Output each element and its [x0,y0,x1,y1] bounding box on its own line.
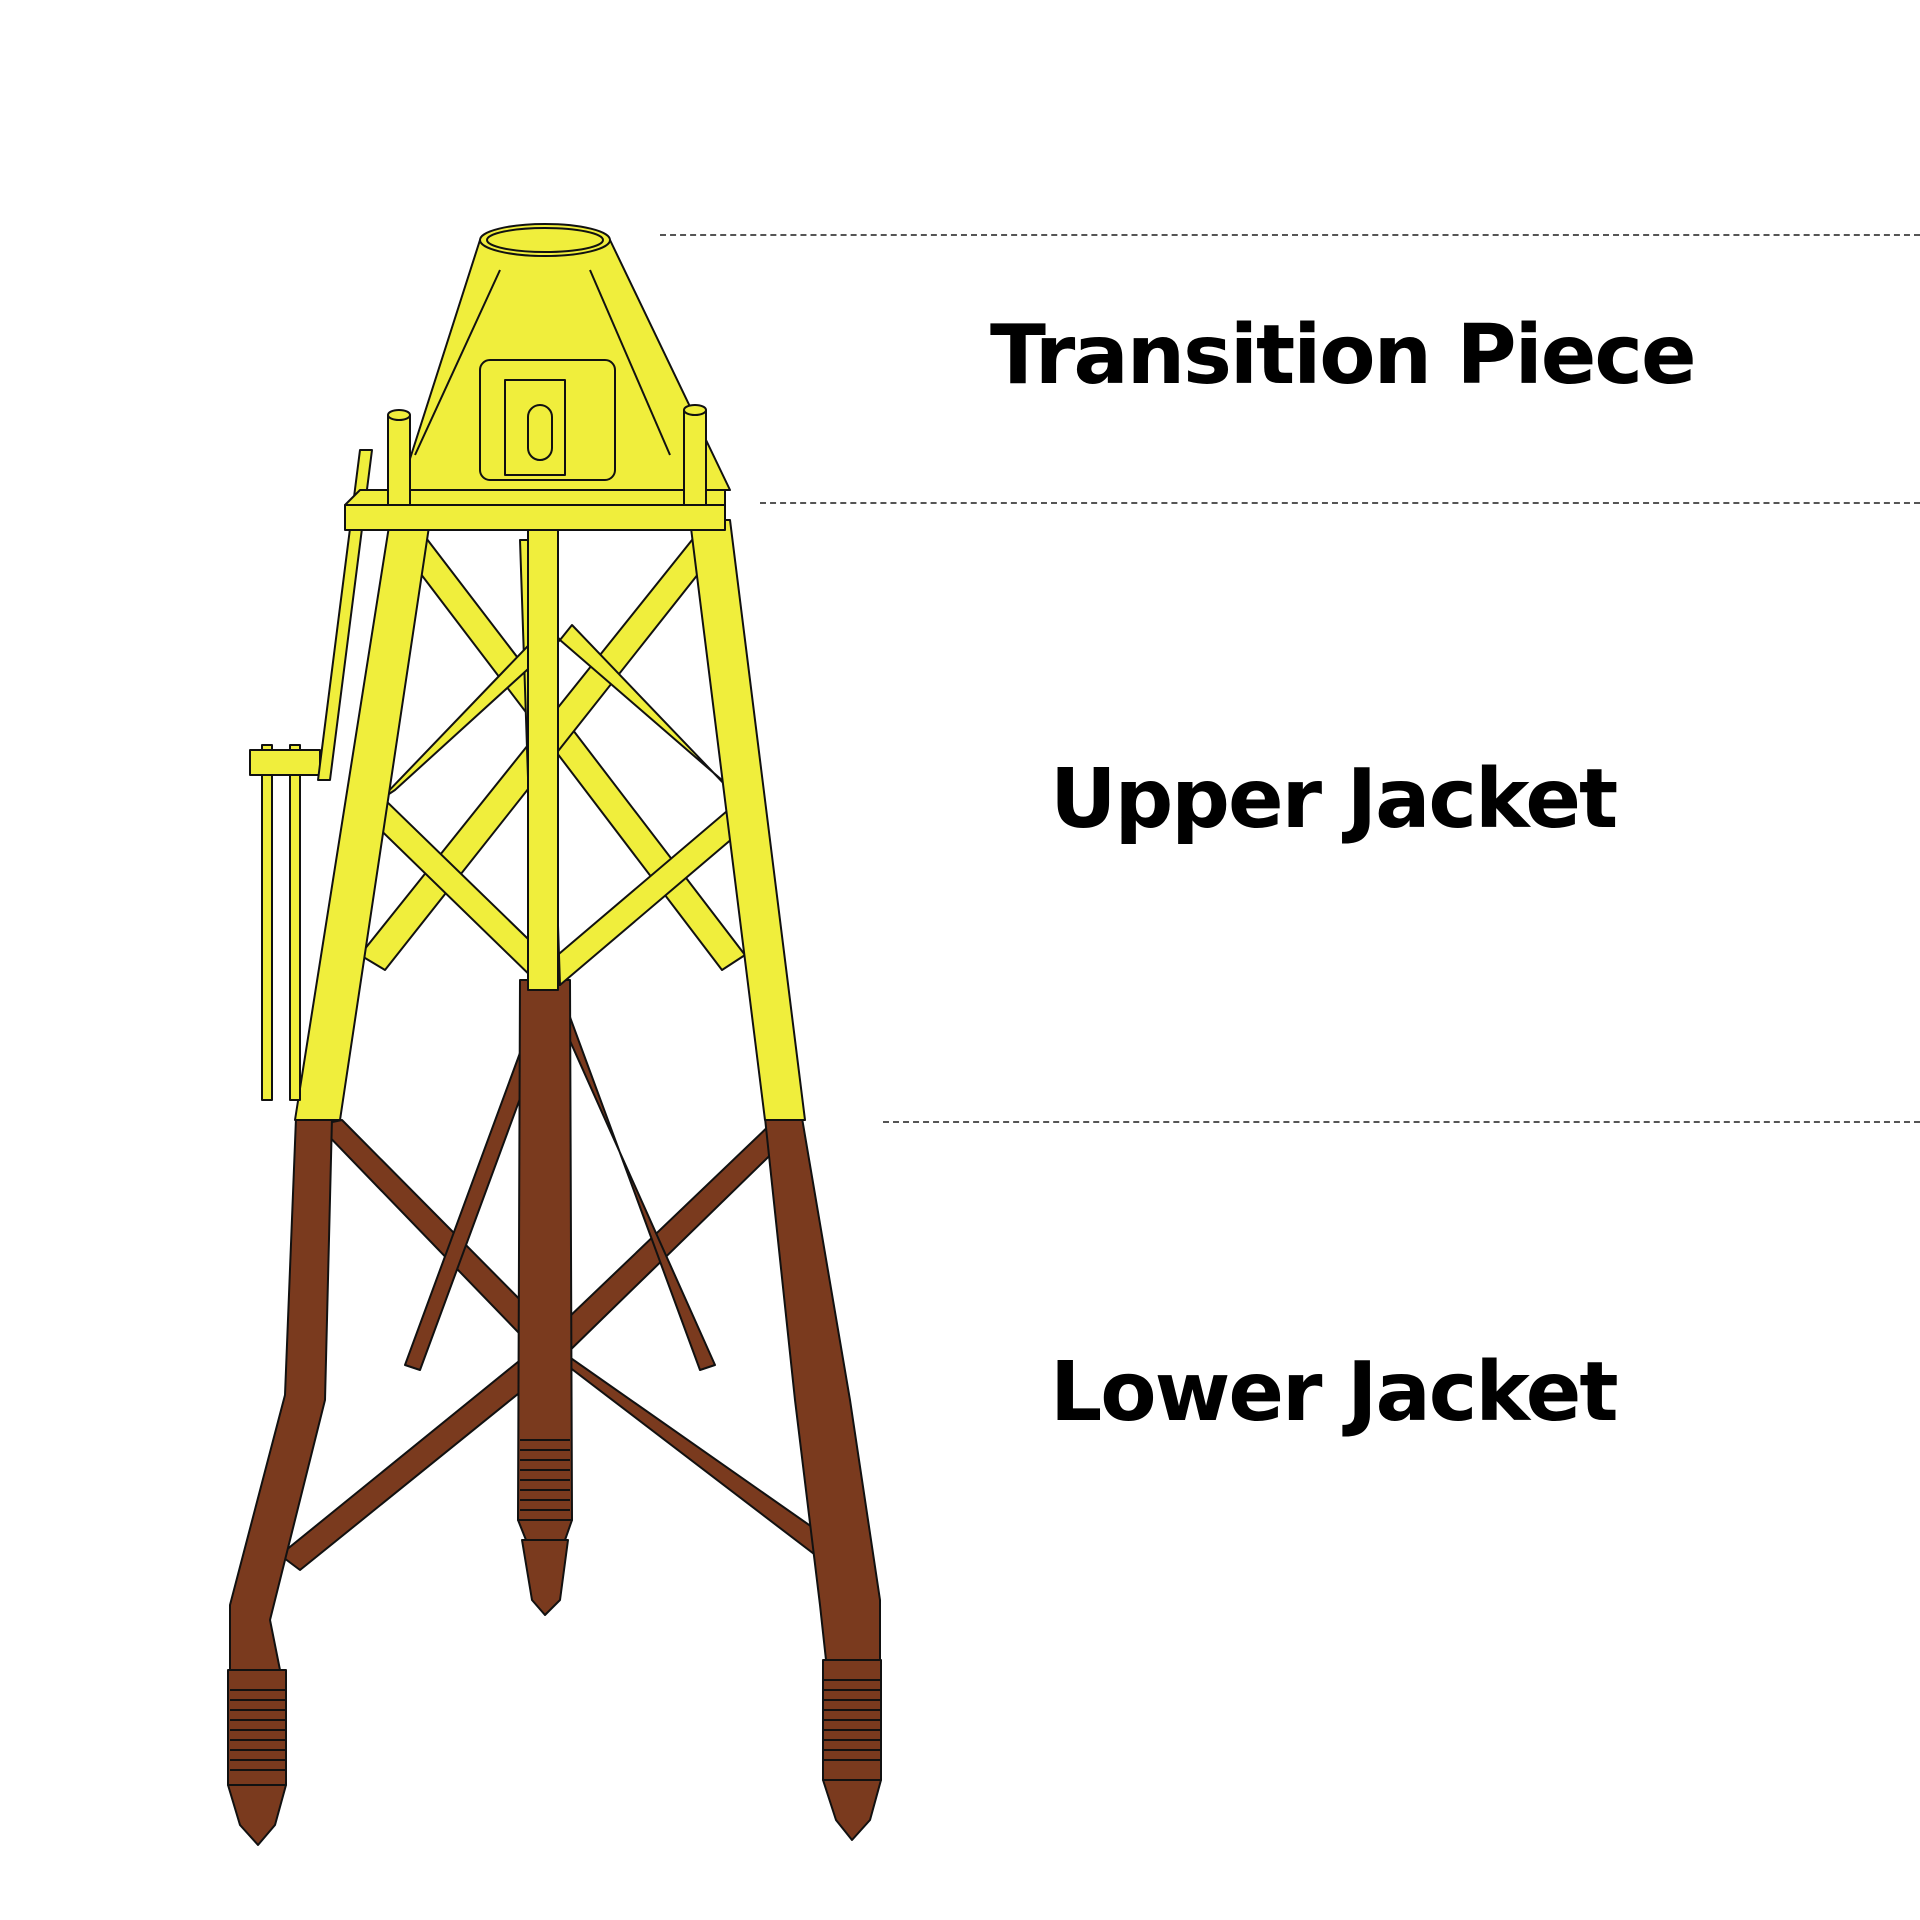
label-transition-piece: Transition Piece [990,308,1697,403]
label-upper-jacket: Upper Jacket [1050,752,1618,847]
upper-jacket-drawing [249,449,806,1121]
divider-top-transition-piece [660,234,1920,236]
divider-upper-lower-jacket [883,1121,1920,1123]
lower-jacket-drawing [227,979,882,1846]
divider-transition-upper-jacket [760,502,1920,504]
transition-piece-drawing [344,223,731,531]
label-lower-jacket: Lower Jacket [1050,1345,1619,1440]
